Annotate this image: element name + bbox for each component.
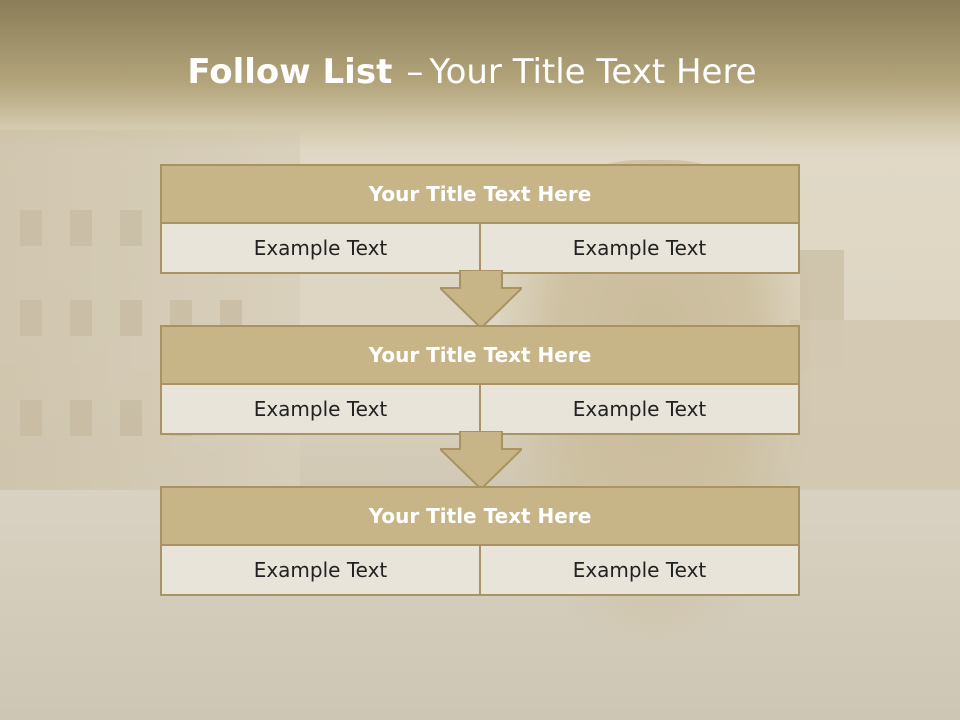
block-cell-left: Example Text — [162, 385, 479, 433]
down-arrow-icon — [440, 270, 522, 330]
block-cell-left: Example Text — [162, 546, 479, 594]
block-cell-left: Example Text — [162, 224, 479, 272]
follow-block-2: Your Title Text Here Example Text Exampl… — [160, 325, 800, 435]
slide-title: Follow List–Your Title Text Here — [0, 52, 944, 92]
block-heading: Your Title Text Here — [162, 166, 798, 224]
block-cell-right: Example Text — [479, 546, 798, 594]
block-row: Example Text Example Text — [162, 224, 798, 272]
block-row: Example Text Example Text — [162, 385, 798, 433]
down-arrow-icon — [440, 431, 522, 491]
slide-title-rest: Your Title Text Here — [429, 52, 757, 92]
block-heading: Your Title Text Here — [162, 327, 798, 385]
title-band — [0, 0, 960, 150]
block-row: Example Text Example Text — [162, 546, 798, 594]
block-heading: Your Title Text Here — [162, 488, 798, 546]
block-cell-right: Example Text — [479, 224, 798, 272]
block-cell-right: Example Text — [479, 385, 798, 433]
slide-title-bold: Follow List — [187, 52, 393, 92]
background-building-right — [790, 320, 960, 500]
follow-block-1: Your Title Text Here Example Text Exampl… — [160, 164, 800, 274]
slide-title-separator: – — [406, 52, 424, 92]
follow-block-3: Your Title Text Here Example Text Exampl… — [160, 486, 800, 596]
